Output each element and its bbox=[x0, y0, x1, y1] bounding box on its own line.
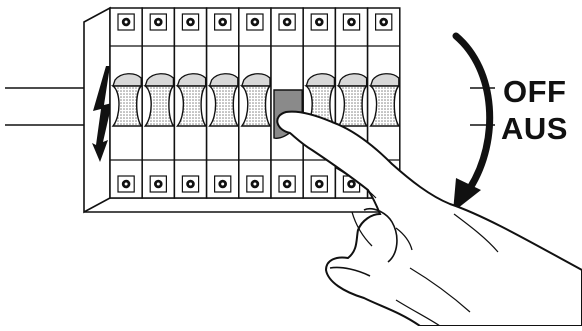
curved-arrow-down-icon bbox=[452, 32, 494, 212]
hand-pressing-icon bbox=[276, 110, 582, 327]
breaker-handle-top bbox=[369, 73, 400, 87]
breaker-handle-top bbox=[208, 73, 239, 87]
aus-label: AUS bbox=[501, 111, 568, 146]
breaker-module bbox=[238, 7, 272, 199]
breaker-module bbox=[173, 7, 208, 199]
breaker-module bbox=[302, 7, 337, 199]
breaker-handle-top bbox=[240, 73, 271, 87]
breaker-handle-top bbox=[305, 73, 336, 87]
breaker-handle-on bbox=[110, 85, 143, 127]
breaker-handle-on bbox=[175, 85, 208, 127]
breaker-module bbox=[141, 7, 176, 199]
breaker-handle-on bbox=[207, 85, 240, 127]
breaker-handle-top bbox=[176, 73, 207, 87]
breaker-module bbox=[270, 7, 304, 199]
breaker-handle-on bbox=[239, 85, 272, 127]
breaker-handle-top bbox=[144, 73, 175, 87]
breaker-handle-top bbox=[337, 73, 368, 87]
breaker-module bbox=[205, 7, 240, 199]
breaker-handle-on bbox=[336, 85, 369, 127]
breaker-handle-on bbox=[143, 85, 176, 127]
breaker-module bbox=[109, 7, 143, 199]
off-label: OFF bbox=[503, 74, 567, 109]
breaker-handle-on bbox=[368, 85, 401, 127]
lightning-bolt-icon bbox=[92, 66, 112, 162]
breaker-handle-top bbox=[112, 73, 142, 87]
